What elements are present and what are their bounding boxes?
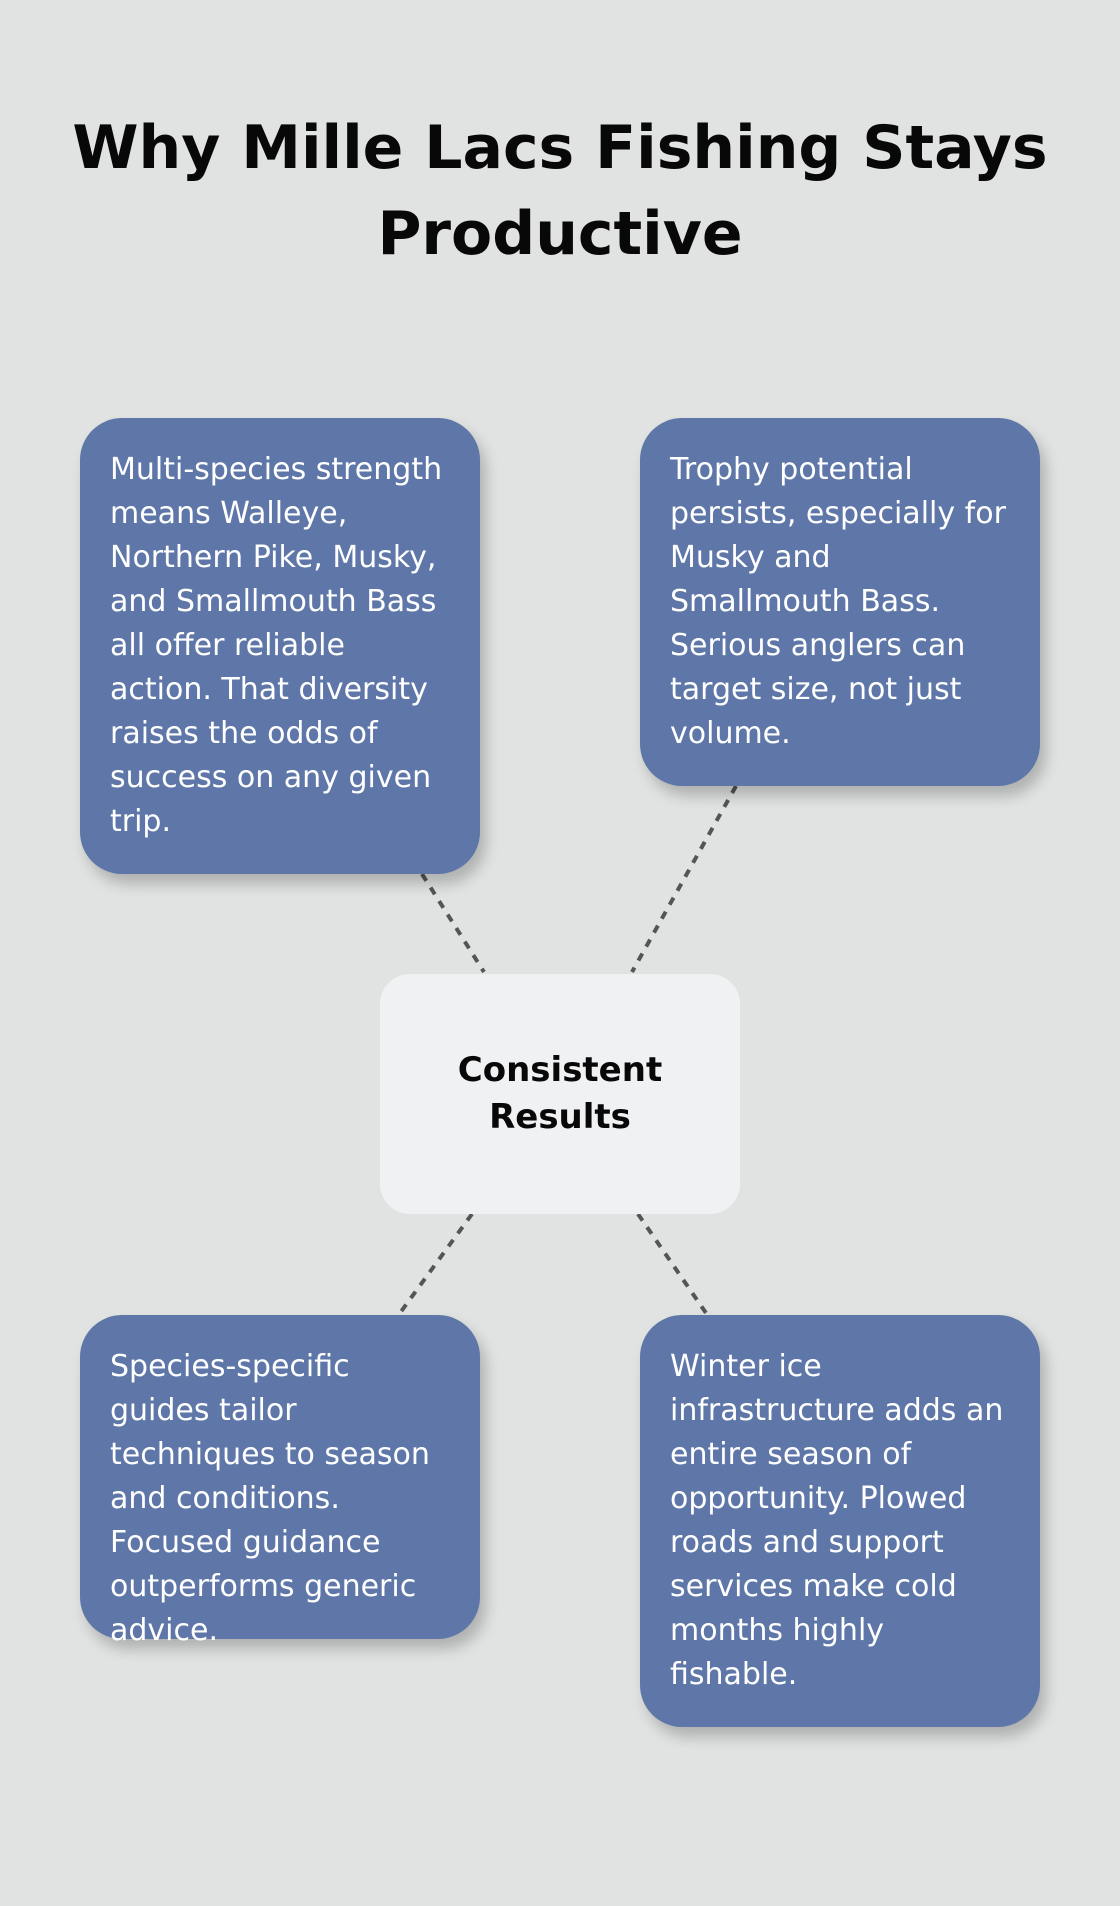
- center-label: Consistent Results: [457, 1050, 663, 1137]
- card-species-guides: Species-specific guides tailor technique…: [80, 1315, 480, 1648]
- connector-bottom-right: [636, 1212, 708, 1315]
- card-multi-species: Multi-species strength means Walleye, No…: [80, 418, 480, 874]
- center-node: Consistent Results: [380, 974, 740, 1214]
- connector-top-left: [420, 872, 486, 974]
- card-trophy-potential: Trophy potential persists, especially fo…: [640, 418, 1040, 786]
- connector-bottom-left: [398, 1212, 474, 1315]
- card-winter-ice: Winter ice infrastructure adds an entire…: [640, 1315, 1040, 1727]
- connector-top-right: [630, 785, 738, 973]
- page-title: Why Mille Lacs Fishing Stays Productive: [72, 113, 1048, 269]
